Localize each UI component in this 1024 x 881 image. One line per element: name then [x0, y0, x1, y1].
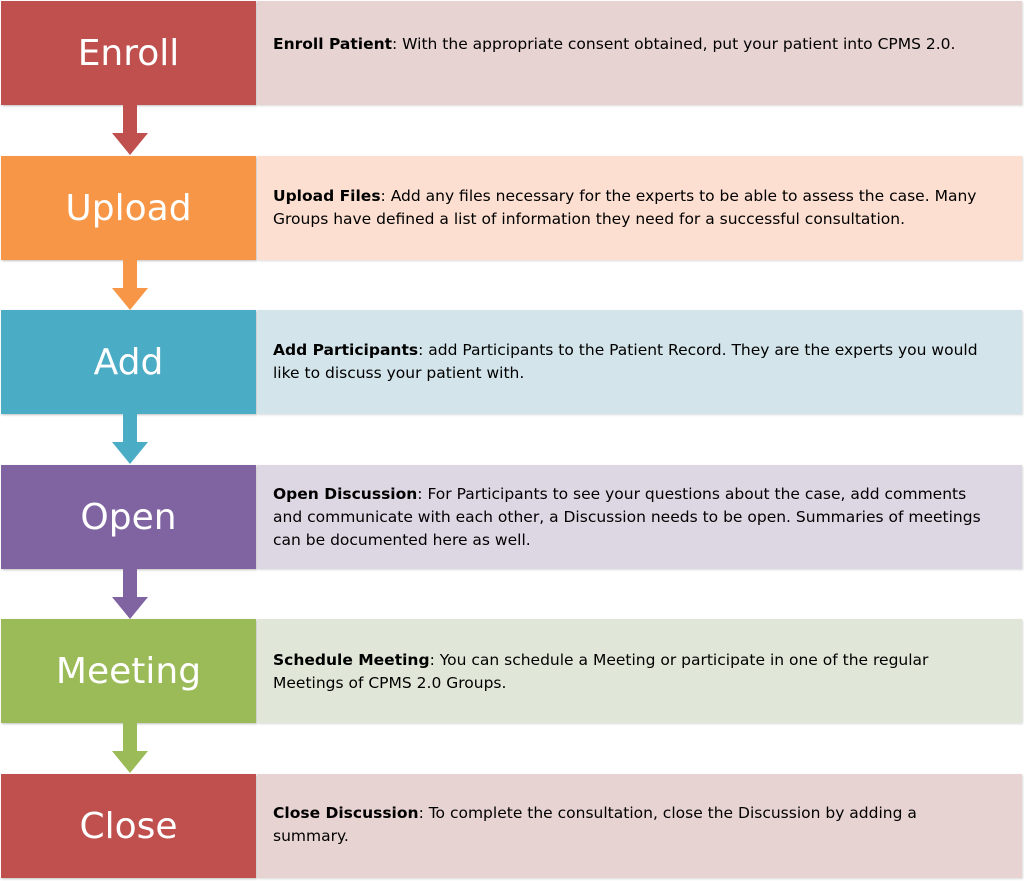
down-arrow-icon	[112, 260, 148, 310]
step-title: Close Discussion	[273, 804, 419, 822]
step-description: Enroll Patient: With the appropriate con…	[273, 33, 955, 56]
step-label-box: Add	[1, 310, 256, 414]
down-arrow-icon	[112, 414, 148, 464]
step-description-box: Enroll Patient: With the appropriate con…	[257, 1, 1022, 105]
step-description: Upload Files: Add any files necessary fo…	[273, 185, 992, 231]
step-text: : You can schedule a Meeting or particip…	[273, 651, 929, 692]
step-description-box: Open Discussion: For Participants to see…	[257, 465, 1022, 569]
step-label-box: Open	[1, 465, 256, 569]
step-label: Open	[80, 496, 177, 538]
step-close: Close Close Discussion: To complete the …	[1, 774, 1022, 878]
step-label-box: Enroll	[1, 1, 256, 105]
step-title: Open Discussion	[273, 484, 418, 503]
step-title: Enroll Patient	[273, 35, 393, 53]
step-description: Close Discussion: To complete the consul…	[273, 802, 992, 848]
down-arrow-icon	[112, 723, 148, 773]
step-label: Enroll	[77, 32, 180, 74]
step-label: Meeting	[55, 650, 202, 692]
step-text: : add Participants to the Patient Record…	[273, 341, 978, 382]
step-label-box: Close	[1, 774, 256, 878]
step-description: Add Participants: add Participants to th…	[273, 339, 992, 385]
step-text: : For Participants to see your questions…	[273, 484, 981, 549]
step-label: Upload	[65, 187, 192, 229]
step-description: Schedule Meeting: You can schedule a Mee…	[273, 649, 992, 695]
step-label: Close	[79, 805, 178, 847]
down-arrow-icon	[112, 569, 148, 619]
step-label-box: Upload	[1, 156, 256, 260]
step-title: Schedule Meeting	[273, 651, 430, 669]
step-label-box: Meeting	[1, 619, 256, 723]
step-title: Upload Files	[273, 187, 381, 205]
step-text: : Add any files necessary for the expert…	[273, 187, 977, 228]
step-text: : With the appropriate consent obtained,…	[392, 35, 956, 53]
step-description-box: Schedule Meeting: You can schedule a Mee…	[257, 619, 1022, 723]
step-add: Add Add Participants: add Participants t…	[1, 310, 1022, 414]
step-upload: Upload Upload Files: Add any files neces…	[1, 156, 1022, 260]
step-title: Add Participants	[273, 341, 419, 359]
step-enroll: Enroll Enroll Patient: With the appropri…	[1, 1, 1022, 105]
step-open: Open Open Discussion: For Participants t…	[1, 465, 1022, 569]
step-text: : To complete the consultation, close th…	[273, 804, 917, 845]
step-description: Open Discussion: For Participants to see…	[273, 483, 992, 552]
step-description-box: Upload Files: Add any files necessary fo…	[257, 156, 1022, 260]
step-meeting: Meeting Schedule Meeting: You can schedu…	[1, 619, 1022, 723]
down-arrow-icon	[112, 105, 148, 155]
step-description-box: Add Participants: add Participants to th…	[257, 310, 1022, 414]
step-label: Add	[93, 341, 164, 383]
step-description-box: Close Discussion: To complete the consul…	[257, 774, 1022, 878]
